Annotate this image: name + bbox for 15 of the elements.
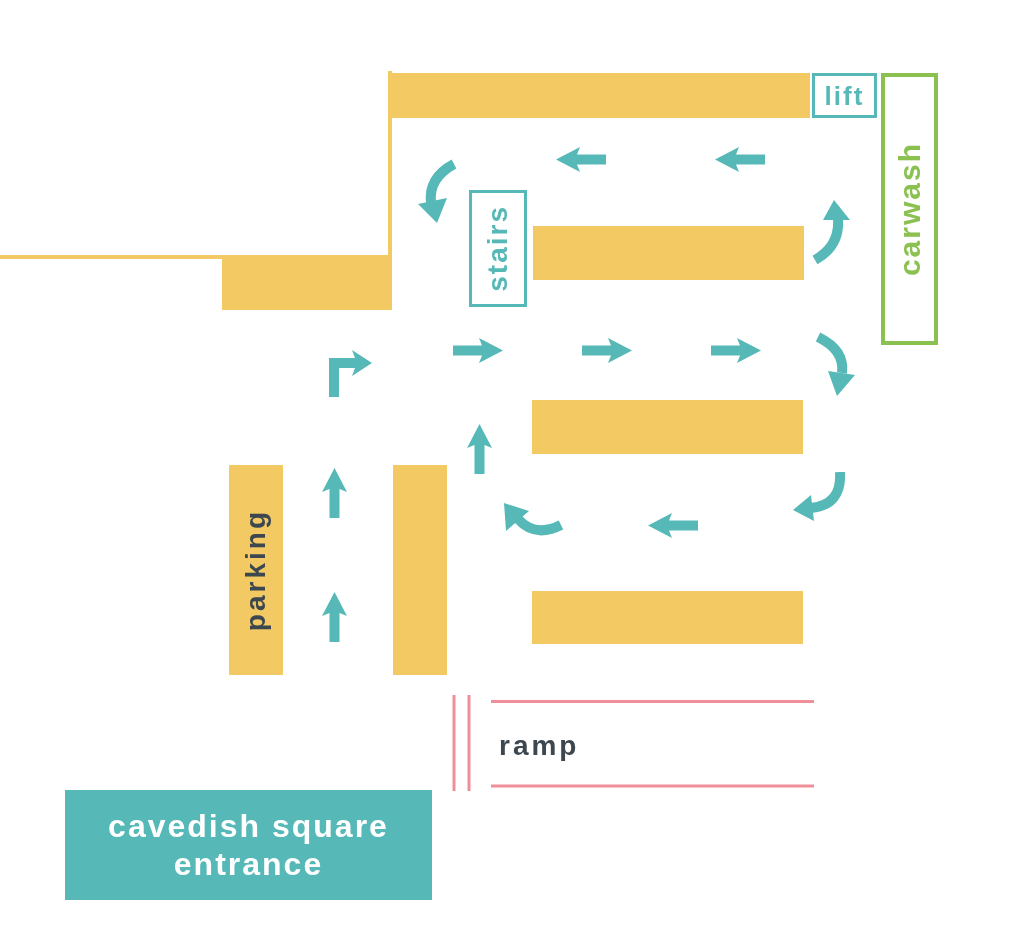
stairs-label: stairs	[484, 205, 512, 292]
parking-bay	[532, 591, 803, 644]
lift-box	[812, 73, 877, 118]
lift-label: lift	[824, 82, 865, 109]
stairs-box	[469, 190, 527, 307]
carwash-box	[881, 73, 938, 345]
parking-bay	[532, 400, 803, 454]
carwash-label: carwash	[894, 141, 925, 277]
parking-bay	[229, 465, 283, 675]
entrance-box	[65, 790, 432, 900]
entrance-label: cavedish square entrance	[107, 807, 390, 883]
parking-bay	[533, 226, 804, 280]
ramp-label: ramp	[499, 729, 580, 763]
parking-bay	[393, 465, 447, 675]
parking-label: parking	[242, 508, 270, 632]
